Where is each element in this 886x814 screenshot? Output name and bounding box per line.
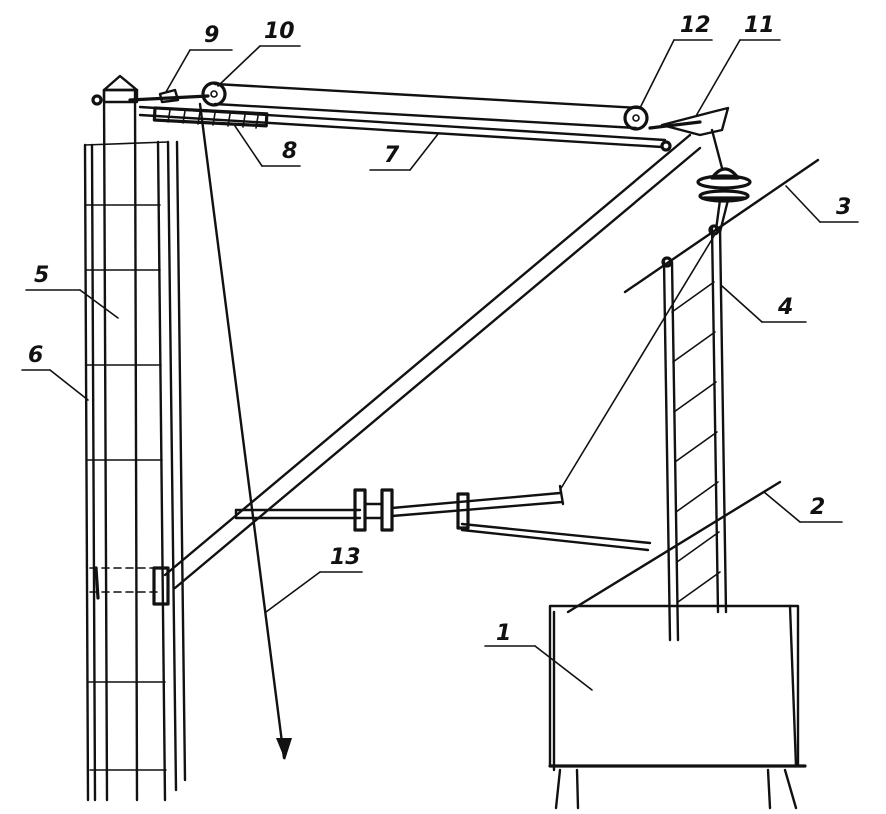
pulley-left [201, 81, 227, 107]
tie-insulator [152, 106, 269, 129]
label-9: 9 [204, 23, 219, 48]
contact-wire [566, 480, 782, 614]
label-10: 10 [264, 19, 295, 44]
label-11: 11 [744, 13, 775, 38]
catenary-wire [623, 158, 820, 294]
label-13: 13 [330, 545, 361, 570]
label-1: 1 [496, 621, 511, 646]
label-12: 12 [680, 13, 711, 38]
label-4: 4 [777, 295, 793, 320]
label-8: 8 [282, 139, 297, 164]
label-7: 7 [384, 143, 400, 168]
suspension-insulator [696, 167, 752, 234]
label-3: 3 [836, 195, 851, 220]
end-fitting [648, 106, 730, 170]
pulley-right [623, 105, 649, 131]
mast-top-fitting [128, 88, 210, 104]
direction-arrow [198, 102, 292, 760]
label-6: 6 [28, 343, 43, 368]
tension-rod [138, 105, 667, 149]
mast-lattice [83, 88, 187, 802]
mast-cap [91, 74, 139, 106]
label-5: 5 [34, 263, 49, 288]
label-2: 2 [810, 495, 825, 520]
horizontal-bracket [234, 484, 652, 552]
diagonal-brace [163, 133, 702, 590]
foundation-box [548, 604, 807, 810]
dropper-ladder [559, 224, 728, 642]
leader-lines [21, 39, 859, 691]
pulley-bar [213, 82, 642, 130]
